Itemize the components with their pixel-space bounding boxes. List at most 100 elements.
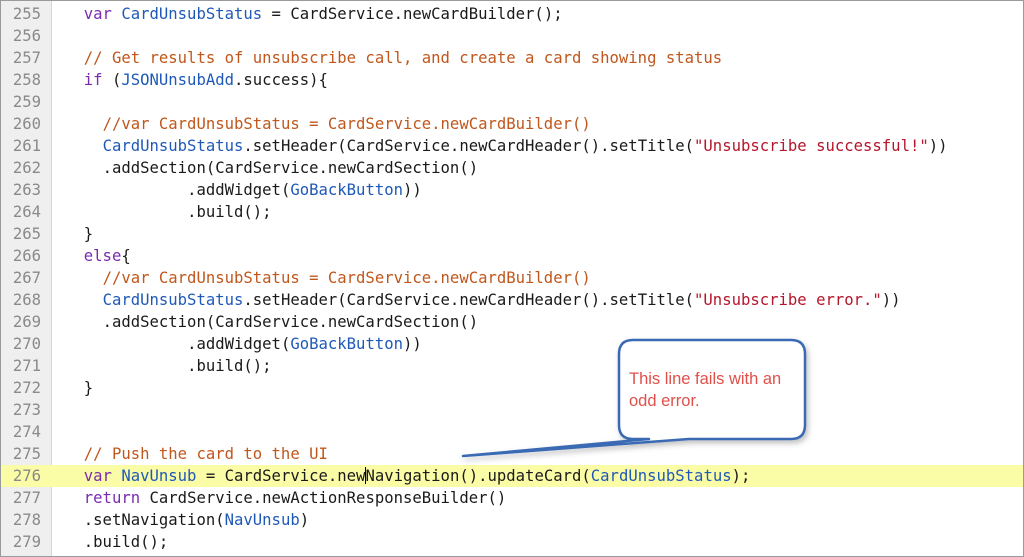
code-token: } — [83, 379, 94, 397]
code-line[interactable]: 256 — [1, 25, 1023, 47]
code-text: //var CardUnsubStatus = CardService.newC… — [65, 113, 591, 135]
code-token: )) — [403, 181, 422, 199]
code-line[interactable]: 266 else{ — [1, 245, 1023, 267]
code-token: .addSection(CardService.newCardSection() — [102, 159, 479, 177]
code-text: .setNavigation(NavUnsub) — [65, 509, 309, 531]
code-line[interactable]: 278 .setNavigation(NavUnsub) — [1, 509, 1023, 531]
line-number: 269 — [12, 313, 41, 331]
line-number: 256 — [12, 27, 41, 45]
code-line-highlighted[interactable]: 276 var NavUnsub = CardService.newNaviga… — [1, 465, 1023, 487]
code-line[interactable]: 267 //var CardUnsubStatus = CardService.… — [1, 267, 1023, 289]
line-number: 258 — [12, 71, 41, 89]
code-token: // Get results of unsubscribe call, and … — [83, 49, 723, 67]
code-area[interactable]: 255 var CardUnsubStatus = CardService.ne… — [1, 3, 1023, 553]
line-number: 279 — [12, 533, 41, 551]
code-line[interactable]: 260 //var CardUnsubStatus = CardService.… — [1, 113, 1023, 135]
code-text: .addSection(CardService.newCardSection() — [65, 311, 479, 333]
code-text: .build(); — [65, 531, 169, 553]
line-number: 259 — [12, 93, 41, 111]
line-number: 268 — [12, 291, 41, 309]
code-token: CardUnsubStatus — [102, 291, 244, 309]
code-token: .addWidget( — [187, 335, 291, 353]
line-number: 274 — [12, 423, 41, 441]
code-token: CardUnsubStatus — [102, 137, 244, 155]
code-line[interactable]: 272 } — [1, 377, 1023, 399]
code-line[interactable]: 261 CardUnsubStatus.setHeader(CardServic… — [1, 135, 1023, 157]
code-line[interactable]: 277 return CardService.newActionResponse… — [1, 487, 1023, 509]
code-token: // Push the card to the UI — [83, 445, 328, 463]
code-line[interactable]: 263 .addWidget(GoBackButton)) — [1, 179, 1023, 201]
code-token: //var CardUnsubStatus = CardService.newC… — [102, 115, 591, 133]
code-token: )) — [928, 137, 948, 155]
line-number: 261 — [12, 137, 41, 155]
code-text: else{ — [65, 245, 131, 267]
code-token: .addSection(CardService.newCardSection() — [102, 313, 479, 331]
code-token: = CardService.new — [196, 467, 366, 485]
code-token: )) — [881, 291, 901, 309]
line-number: 270 — [12, 335, 41, 353]
line-number: 277 — [12, 489, 41, 507]
code-line[interactable]: 273 — [1, 399, 1023, 421]
code-line[interactable]: 271 .build(); — [1, 355, 1023, 377]
code-token: ) — [299, 511, 310, 529]
code-line[interactable]: 275 // Push the card to the UI — [1, 443, 1023, 465]
code-token: .setHeader(CardService.newCardHeader().s… — [243, 137, 695, 155]
line-number: 262 — [12, 159, 41, 177]
code-text: //var CardUnsubStatus = CardService.newC… — [65, 267, 591, 289]
code-token — [112, 5, 121, 23]
line-number: 257 — [12, 49, 41, 67]
line-number: 265 — [12, 225, 41, 243]
code-line[interactable]: 269 .addSection(CardService.newCardSecti… — [1, 311, 1023, 333]
code-text: if (JSONUnsubAdd.success){ — [65, 69, 328, 91]
code-line[interactable]: 259 — [1, 91, 1023, 113]
code-token: return — [83, 489, 141, 507]
code-token: JSONUnsubAdd — [121, 71, 235, 89]
code-token: CardUnsubStatus — [121, 5, 263, 23]
code-text: .addWidget(GoBackButton)) — [65, 179, 422, 201]
code-text: .build(); — [65, 355, 272, 377]
code-token: NavUnsub — [121, 467, 197, 485]
code-line[interactable]: 270 .addWidget(GoBackButton)) — [1, 333, 1023, 355]
line-number: 266 — [12, 247, 41, 265]
code-token: } — [83, 225, 94, 243]
code-token: GoBackButton — [290, 181, 404, 199]
code-token: Navigation().updateCard( — [365, 467, 591, 485]
line-number: 275 — [12, 445, 41, 463]
line-number: 276 — [12, 467, 41, 485]
code-text: } — [65, 377, 93, 399]
line-number: 267 — [12, 269, 41, 287]
code-line[interactable]: 264 .build(); — [1, 201, 1023, 223]
code-line[interactable]: 255 var CardUnsubStatus = CardService.ne… — [1, 3, 1023, 25]
callout-text: This line fails with an odd error. — [629, 370, 782, 410]
code-token: else — [83, 247, 122, 265]
line-number: 272 — [12, 379, 41, 397]
line-number: 273 — [12, 401, 41, 419]
code-token: NavUnsub — [224, 511, 300, 529]
code-token: ( — [102, 71, 122, 89]
code-line[interactable]: 262 .addSection(CardService.newCardSecti… — [1, 157, 1023, 179]
code-line[interactable]: 279 .build(); — [1, 531, 1023, 553]
code-line[interactable]: 257 // Get results of unsubscribe call, … — [1, 47, 1023, 69]
code-text: .build(); — [65, 201, 272, 223]
code-token: .setHeader(CardService.newCardHeader().s… — [243, 291, 695, 309]
line-number: 271 — [12, 357, 41, 375]
line-number: 260 — [12, 115, 41, 133]
code-token: GoBackButton — [290, 335, 404, 353]
code-token: .success){ — [234, 71, 328, 89]
code-line[interactable]: 265 } — [1, 223, 1023, 245]
code-token: CardService.newActionResponseBuilder() — [140, 489, 507, 507]
code-token: .build(); — [83, 533, 169, 551]
code-text: var NavUnsub = CardService.newNavigation… — [65, 465, 750, 487]
code-token: var — [83, 467, 112, 485]
code-text: var CardUnsubStatus = CardService.newCar… — [65, 3, 563, 25]
code-token: .build(); — [187, 203, 272, 221]
code-line[interactable]: 268 CardUnsubStatus.setHeader(CardServic… — [1, 289, 1023, 311]
code-text: return CardService.newActionResponseBuil… — [65, 487, 507, 509]
code-text: // Get results of unsubscribe call, and … — [65, 47, 722, 69]
code-line[interactable]: 274 — [1, 421, 1023, 443]
line-number: 263 — [12, 181, 41, 199]
code-text: .addSection(CardService.newCardSection() — [65, 157, 479, 179]
code-line[interactable]: 258 if (JSONUnsubAdd.success){ — [1, 69, 1023, 91]
code-token: "Unsubscribe successful!" — [694, 137, 929, 155]
